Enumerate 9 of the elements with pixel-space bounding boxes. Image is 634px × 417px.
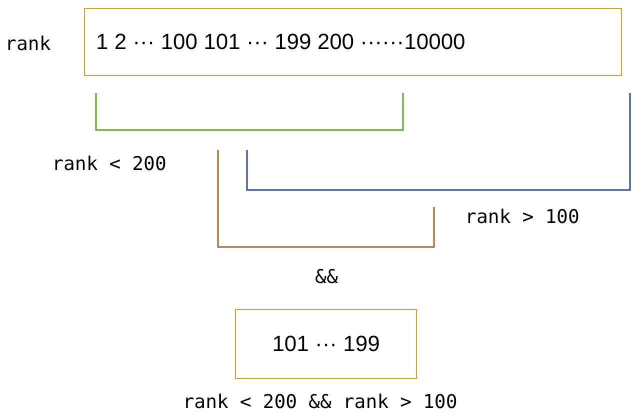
sequence-text: 1 2 ··· 100 101 ··· 199 200 ······10000 <box>96 29 466 55</box>
condition-label: rank < 200 && rank > 100 <box>182 391 458 413</box>
condition-label: rank < 200 <box>52 153 166 175</box>
sequence-text: 101 ··· 199 <box>272 331 380 357</box>
box <box>235 309 417 379</box>
box <box>84 8 622 76</box>
condition-label: && <box>315 266 338 288</box>
row-label: rank <box>5 33 51 55</box>
condition-label: rank > 100 <box>465 206 580 228</box>
